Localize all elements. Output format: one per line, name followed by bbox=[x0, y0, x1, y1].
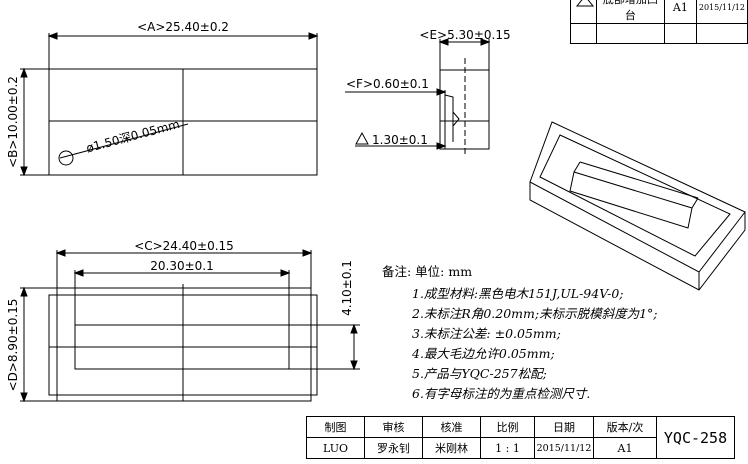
dim-e-label: <E>5.30±0.15 bbox=[419, 28, 510, 42]
note-item: 3.未标注公差: ±0.05mm; bbox=[412, 326, 561, 341]
header-date: 日期 bbox=[534, 416, 594, 438]
note-item: 4.最大毛边允许0.05mm; bbox=[412, 346, 555, 361]
isometric-view bbox=[529, 121, 746, 291]
hole-mark bbox=[58, 150, 74, 166]
dim-b-label: <B>10.00±0.2 bbox=[6, 76, 20, 168]
revision-description: 底部增加凸台 bbox=[595, 0, 665, 24]
dim-d-label: <D>8.90±0.15 bbox=[6, 299, 20, 392]
dim-g-label: 1.30±0.1 bbox=[372, 133, 428, 147]
dim-depth-label: 4.10±0.1 bbox=[340, 260, 354, 316]
dim-a-label: <A>25.40±0.2 bbox=[137, 20, 229, 34]
header-version: 版本/次 bbox=[593, 416, 657, 438]
revision-date: 2015/11/12 bbox=[695, 0, 748, 24]
note-item: 6.有字母标注的为重点检测尺寸. bbox=[412, 386, 591, 401]
drawing-number: YQC-258 bbox=[656, 416, 735, 459]
value-date: 2015/11/12 bbox=[534, 437, 594, 459]
title-block: 制图 审核 核准 比例 日期 版本/次 YQC-258 LUO 罗永钊 米刚林 … bbox=[306, 416, 735, 459]
value-reviewed-by: 罗永钊 bbox=[364, 437, 423, 459]
value-scale: 1 : 1 bbox=[480, 437, 535, 459]
header-approved-by: 核准 bbox=[422, 416, 481, 438]
warning-triangle-icon bbox=[355, 131, 369, 145]
note-item: 1.成型材料:黑色电木151J,UL-94V-0; bbox=[412, 286, 624, 301]
value-version: A1 bbox=[593, 437, 657, 459]
header-scale: 比例 bbox=[480, 416, 535, 438]
header-drawn-by: 制图 bbox=[306, 416, 365, 438]
value-approved-by: 米刚林 bbox=[422, 437, 481, 459]
revision-version: A1 bbox=[663, 0, 697, 24]
header-reviewed-by: 审核 bbox=[364, 416, 423, 438]
note-item: 2.未标注R角0.20mm;未标示脱模斜度为1°; bbox=[412, 306, 658, 321]
dim-inner-label: 20.30±0.1 bbox=[150, 259, 214, 273]
dim-f-label: <F>0.60±0.1 bbox=[346, 77, 429, 91]
notes-heading: 备注: 单位: mm bbox=[382, 264, 473, 279]
hole-label: ø1.50深0.05mm bbox=[85, 117, 182, 155]
note-item: 5.产品与YQC-257松配; bbox=[412, 366, 547, 381]
value-drawn-by: LUO bbox=[306, 437, 365, 459]
dim-c-label: <C>24.40±0.15 bbox=[134, 239, 234, 253]
revision-table: 底部增加凸台 A1 2015/11/12 bbox=[570, 0, 748, 44]
